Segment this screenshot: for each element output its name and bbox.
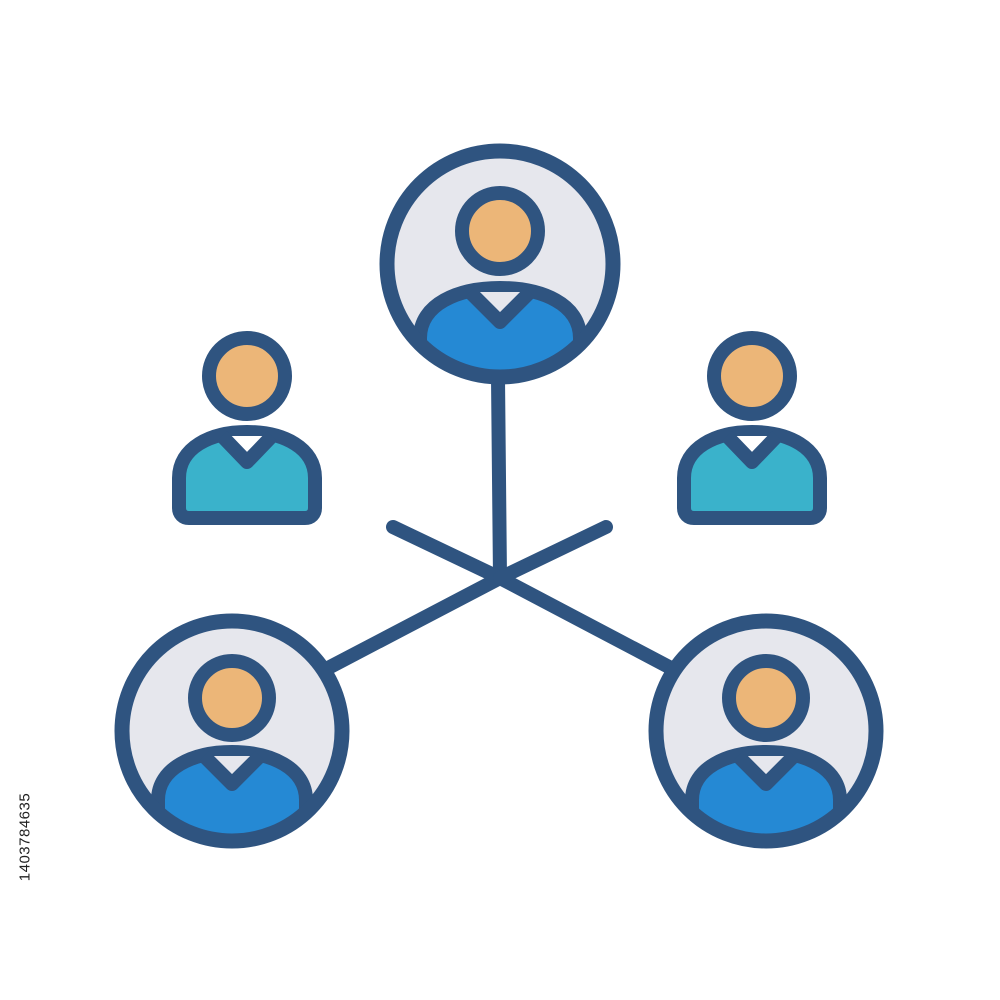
head-icon [202, 331, 292, 421]
user-figure-right [677, 331, 827, 525]
head-icon [722, 654, 810, 742]
connector-stub-right [493, 520, 613, 585]
head-icon [707, 331, 797, 421]
connector-left [323, 571, 507, 674]
stock-id-watermark: 1403784635 [10, 752, 40, 922]
connector-right [493, 571, 676, 674]
head-icon [455, 186, 545, 276]
user-avatar-bottom-left [114, 613, 350, 849]
head-icon [188, 654, 276, 742]
connector-stub-left [386, 520, 507, 585]
user-avatar-bottom-right [648, 613, 884, 849]
network-connectors [323, 371, 676, 674]
user-avatar-top [379, 143, 621, 385]
user-figure-left [172, 331, 322, 525]
connector-stem [491, 371, 507, 585]
stock-id-text: 1403784635 [16, 792, 34, 882]
